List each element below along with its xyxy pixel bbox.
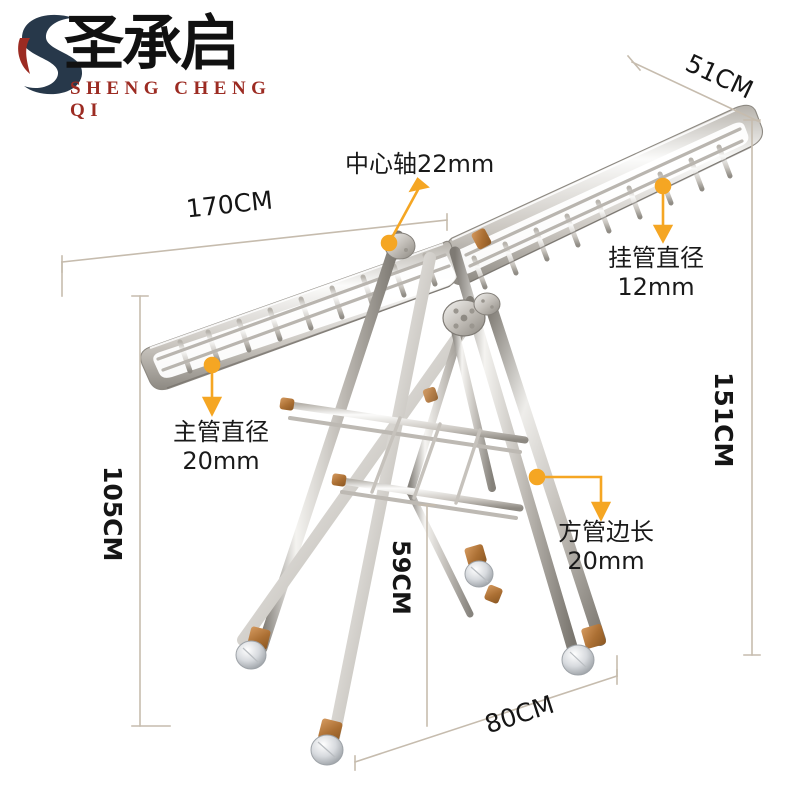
dimension-label-151cm: 151CM (709, 372, 738, 468)
dimension-label-105cm: 105CM (98, 466, 127, 562)
dimline-170cm (61, 219, 448, 263)
callout-center-shaft-title: 中心轴22mm (345, 150, 495, 178)
logo-pinyin-text: SHENG CHENG QI (70, 78, 272, 121)
caster-left-back (235, 626, 271, 670)
callout-square-tube-value: 20mm (567, 547, 645, 576)
feet-and-casters (235, 544, 606, 766)
leader-center-shaft (380, 177, 430, 252)
leader-hang-tube (652, 177, 674, 244)
dimline-51cm (630, 60, 762, 124)
leader-square-tube (528, 468, 612, 522)
caster-right-front (561, 624, 606, 676)
wing-hinge-right (473, 292, 501, 316)
callout-main-tube-title: 主管直径 (173, 418, 269, 446)
dimline-80cm (353, 674, 619, 764)
logo-swoosh-icon (18, 14, 83, 95)
callout-square-tube: 方管边长 20mm (558, 518, 654, 577)
brand-logo: 圣承启 SHENG CHENG QI (8, 6, 288, 121)
callout-hang-tube-title: 挂管直径 (608, 244, 704, 272)
callout-hang-tube-value: 12mm (617, 273, 695, 302)
logo-chinese-text: 圣承启 (64, 9, 240, 79)
dimension-label-59cm: 59CM (387, 540, 415, 615)
callout-main-tube: 主管直径 20mm (173, 418, 269, 477)
leader-main-tube (201, 356, 223, 417)
callout-center-shaft: 中心轴22mm (345, 150, 494, 179)
mid-shelf (279, 397, 529, 520)
center-pivot-hub (442, 299, 486, 337)
callout-hang-tube: 挂管直径 12mm (608, 244, 704, 303)
caster-right-back (464, 544, 494, 588)
leg-frame (237, 228, 606, 748)
right-wing-panel (445, 104, 764, 290)
callout-main-tube-value: 20mm (182, 447, 260, 476)
callout-square-tube-title: 方管边长 (558, 518, 654, 546)
caster-left-front (310, 718, 344, 766)
